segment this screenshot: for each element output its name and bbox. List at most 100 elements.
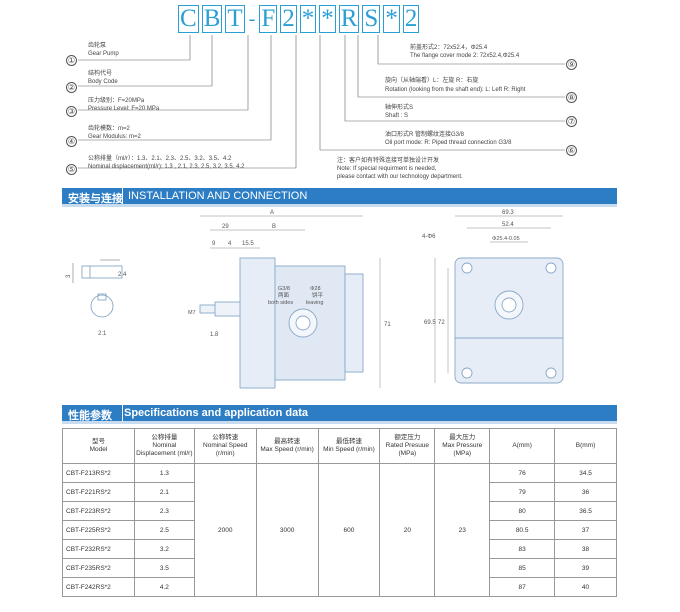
cell-model: CBT-F225RS*2 <box>62 520 135 540</box>
code-leader-lines <box>78 35 565 169</box>
cell-b: 36 <box>554 482 617 502</box>
table-row: CBT-F232RS*2 3.2 83 38 <box>62 539 617 559</box>
num-2: ② <box>66 82 77 93</box>
section-bar-shadow <box>62 204 617 207</box>
label-5-en: Nominal displacement(ml/r): 1.3 , 2.1, 2… <box>88 164 245 170</box>
label-2-zh: 结构代号 <box>88 71 113 77</box>
port-leaving: leaving <box>306 300 323 306</box>
th-b-mm: B(mm) <box>554 428 617 464</box>
label-6-zh: 油口形式R 管制螺纹连接G3/8 <box>385 132 465 138</box>
cell-min-speed: 600 <box>317 463 381 597</box>
label-7-zh: 轴伸形式S <box>385 105 414 111</box>
shaft-ratio: 2:1 <box>98 331 107 337</box>
spec-title-zh: 性能参数 <box>68 410 112 422</box>
code-box-f: F <box>259 5 278 33</box>
code-box-t: T <box>225 5 245 33</box>
port-g38: G3/8 <box>278 286 290 292</box>
num-8: ⑧ <box>566 92 577 103</box>
code-box-s: S <box>362 5 381 33</box>
note-en-1: Note: If special requirment is needed, <box>337 166 437 172</box>
dim-29: 29 <box>222 224 229 230</box>
spec-title-en: Specifications and application data <box>124 407 308 419</box>
installation-title-zh: 安装与连接 <box>68 193 123 205</box>
cell-displacement: 2.1 <box>133 482 195 502</box>
table-row: CBT-F235RS*2 3.5 85 39 <box>62 558 617 578</box>
dim-695: 69.5 <box>424 320 436 326</box>
dim-524: 52.4 <box>502 222 514 228</box>
port-both-zh: 两面 <box>278 292 290 299</box>
th-a-mm: A(mm) <box>489 428 556 464</box>
code-box-r: R <box>338 5 360 33</box>
table-row: CBT-F225RS*2 2.5 80.5 37 <box>62 520 617 540</box>
dim-4: 4 <box>228 241 232 247</box>
label-1-zh: 齿轮泵 <box>88 43 107 49</box>
cell-displacement: 3.5 <box>133 558 195 578</box>
code-dash: - <box>248 7 256 30</box>
cell-a: 79 <box>489 482 556 502</box>
table-row: CBT-F242RS*2 4.2 87 40 <box>62 577 617 597</box>
num-6: ⑥ <box>566 145 577 156</box>
dim-a: A <box>270 210 274 216</box>
section-bar-shadow <box>62 421 617 424</box>
num-5: ⑤ <box>66 164 77 175</box>
label-7-en: Shaft : S <box>385 113 409 119</box>
label-1-en: Gear Pump <box>88 51 119 57</box>
cell-max-speed: 3000 <box>255 463 319 597</box>
label-8-en: Rotation (looking from the shaft end): L… <box>385 87 526 93</box>
cell-a: 80.5 <box>489 520 556 540</box>
cell-rated-pressure: 20 <box>379 463 436 597</box>
label-3-en: Pressure Level: F=20 MPa <box>88 106 160 112</box>
code-box-2b: 2 <box>402 5 420 33</box>
dim-b: B <box>272 224 276 230</box>
label-6-en: Oil port mode: R: Piped thread connectio… <box>385 140 512 146</box>
label-3-zh: 压力级别：F=20MPa <box>88 98 145 104</box>
label-2-en: Body Code <box>88 79 118 85</box>
cell-a: 87 <box>489 577 556 597</box>
model-code: C B T - F 2 * * R S * 2 <box>178 4 422 34</box>
cell-displacement: 4.2 <box>133 577 195 597</box>
table-row: CBT-F213RS*2 1.3 2000 3000 600 20 23 76 … <box>62 463 617 597</box>
installation-section-bar: 安装与连接 INSTALLATION AND CONNECTION <box>62 188 617 205</box>
cell-nominal-speed: 2000 <box>193 463 257 597</box>
cell-a: 80 <box>489 501 556 521</box>
port-flat-zh: 饼平 <box>312 291 324 299</box>
cell-model: CBT-F242RS*2 <box>62 577 135 597</box>
shaft-dim-24: 2.4 <box>118 272 127 278</box>
num-1: ① <box>66 55 77 66</box>
dim-phi254: Φ25.4-0.05 <box>492 236 520 242</box>
cell-a: 83 <box>489 539 556 559</box>
label-5-zh: 公称排量（ml/r）：1.3、2.1、2.3、2.5、3.2、3.5、4.2 <box>88 156 232 162</box>
dim-4phi6: 4-Φ6 <box>422 234 436 240</box>
side-view-dims <box>200 215 381 388</box>
shaft-detail <box>72 259 123 318</box>
dim-9: 9 <box>212 241 216 247</box>
code-box-star2: * <box>319 5 336 33</box>
dim-18: 1.8 <box>210 332 219 338</box>
pump-front-view <box>454 257 564 384</box>
shaft-tag: M7 <box>188 310 196 316</box>
dim-693: 69.3 <box>502 210 514 216</box>
cell-b: 36.5 <box>554 501 617 521</box>
port-both-en: both sides <box>268 300 293 306</box>
front-view-dims <box>434 215 563 383</box>
cell-b: 38 <box>554 539 617 559</box>
label-4-zh: 齿轮模数：m=2 <box>88 126 130 132</box>
label-4-en: Gear Modulus: m=2 <box>88 134 141 140</box>
cell-model: CBT-F235RS*2 <box>62 558 135 578</box>
cell-b: 39 <box>554 558 617 578</box>
cell-displacement: 3.2 <box>133 539 195 559</box>
cell-displacement: 1.3 <box>133 463 195 483</box>
code-box-b: B <box>201 5 223 33</box>
section-separator <box>122 188 123 204</box>
dim-72: 72 <box>438 320 445 326</box>
cell-a: 76 <box>489 463 556 483</box>
cell-max-pressure: 23 <box>434 463 491 597</box>
